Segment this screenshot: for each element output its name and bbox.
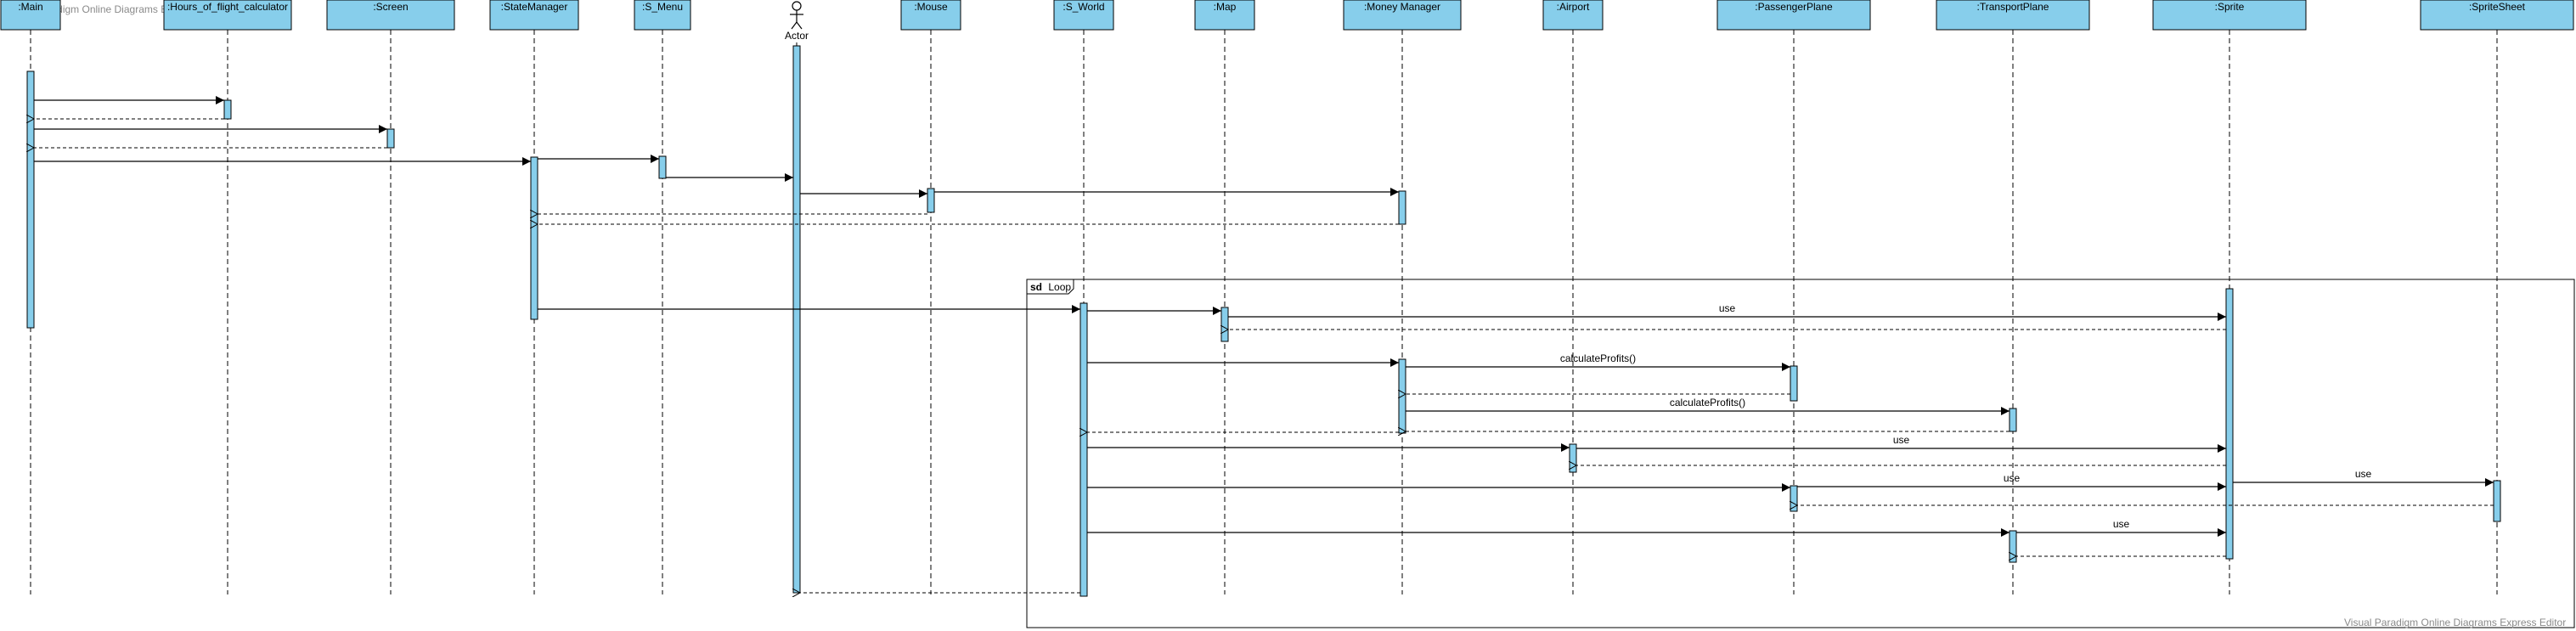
lifeline-label: :S_Menu [642, 1, 683, 13]
message-airport-to-sprite: use [1576, 434, 2226, 453]
message-label: use [2355, 468, 2372, 480]
message-passenger-to-sprite: use [1797, 472, 2226, 491]
lifeline-label: :Map [1214, 1, 1237, 13]
lifeline-label: :Airport [1557, 1, 1590, 13]
lifeline-label: :Hours_of_flight_calculator [167, 1, 288, 13]
lifeline-map: :Map [1194, 0, 1255, 594]
activation-bar [658, 155, 667, 179]
actor-leg-icon [791, 21, 798, 30]
message-money-to-transport: calculateProfits() [1406, 397, 2010, 415]
lifeline-head [1936, 0, 2090, 31]
activation-bar [2009, 408, 2017, 432]
lifeline-transport: :TransportPlane [1936, 0, 2090, 594]
lifeline-head [634, 0, 691, 31]
activation-bar [1398, 358, 1406, 434]
lifeline-statemanager: :StateManager [489, 0, 579, 594]
message-label: use [1893, 434, 1910, 446]
lifeline-screen: :Screen [326, 0, 455, 594]
message-label: use [2004, 472, 2021, 484]
lifeline-mouse: :Mouse [900, 0, 961, 594]
activation-bar [386, 128, 395, 149]
lifeline-head [489, 0, 579, 31]
activations-layer [26, 45, 2501, 597]
lifeline-label: Actor [785, 30, 809, 42]
lifeline-label: :StateManager [501, 1, 568, 13]
message-map-to-sprite: use [1228, 302, 2226, 321]
loop-frame: sd Loop [1026, 279, 2575, 628]
actor-head-icon [792, 1, 802, 11]
activation-bar [530, 156, 538, 320]
lifeline-hours: :Hours_of_flight_calculator [163, 0, 292, 594]
messages-layer: use calculateProfits() calculateProfits() u… [34, 96, 2494, 593]
message-label: calculateProfits() [1560, 352, 1636, 364]
lifeline-label: :Main [18, 1, 42, 13]
lifeline-head [326, 0, 455, 31]
lifeline-head [1194, 0, 1255, 31]
activation-bar [1398, 190, 1406, 225]
lifeline-label: :S_World [1063, 1, 1104, 13]
frame-kind: sd [1030, 281, 1042, 293]
activation-bar [1790, 485, 1798, 512]
activation-bar [1790, 365, 1798, 402]
message-label: calculateProfits() [1670, 397, 1745, 408]
activation-bar [927, 188, 935, 213]
watermark-bottom: Visual Paradigm Online Diagrams Express … [2344, 617, 2566, 628]
frame-name: Loop [1048, 281, 1071, 293]
actor-leg-icon [796, 21, 803, 30]
activation-bar [2493, 480, 2501, 522]
message-transport-to-sprite: use [2016, 518, 2226, 537]
lifeline-head [1053, 0, 1114, 31]
lifeline-head [1542, 0, 1604, 31]
lifeline-head [900, 0, 961, 31]
lifeline-label: :Mouse [914, 1, 948, 13]
message-sprite-to-spritesheet: use [2233, 468, 2494, 487]
activation-bar [1220, 307, 1229, 342]
lifeline-airport: :Airport [1542, 0, 1604, 594]
lifeline-label: :Screen [373, 1, 408, 13]
message-label: use [2113, 518, 2130, 530]
lifelines-layer: :Main :Hours_of_flight_calculator :Screen:… [0, 0, 2574, 594]
lifeline-head [163, 0, 292, 31]
activation-bar [2009, 530, 2017, 563]
lifeline-label: :TransportPlane [1977, 1, 2049, 13]
lifeline-label: :Money Manager [1364, 1, 1440, 13]
lifeline-label: :PassengerPlane [1755, 1, 1833, 13]
message-label: use [1719, 302, 1736, 314]
activation-bar [223, 99, 232, 120]
lifeline-smenu: :S_Menu [634, 0, 691, 594]
lifeline-head [1716, 0, 1871, 31]
lifeline-money: :Money Manager [1343, 0, 1462, 594]
lifeline-label: :SpriteSheet [2469, 1, 2526, 13]
activation-bar [792, 45, 801, 594]
activation-bar [2225, 288, 2234, 560]
activation-bar [26, 70, 35, 329]
lifeline-label: :Sprite [2215, 1, 2245, 13]
activation-bar [1569, 443, 1577, 473]
message-money-to-passenger: calculateProfits() [1406, 352, 1790, 371]
lifeline-main: :Main [0, 0, 61, 594]
frame-tag: sd Loop [1030, 281, 1071, 293]
activation-bar [1079, 302, 1088, 597]
